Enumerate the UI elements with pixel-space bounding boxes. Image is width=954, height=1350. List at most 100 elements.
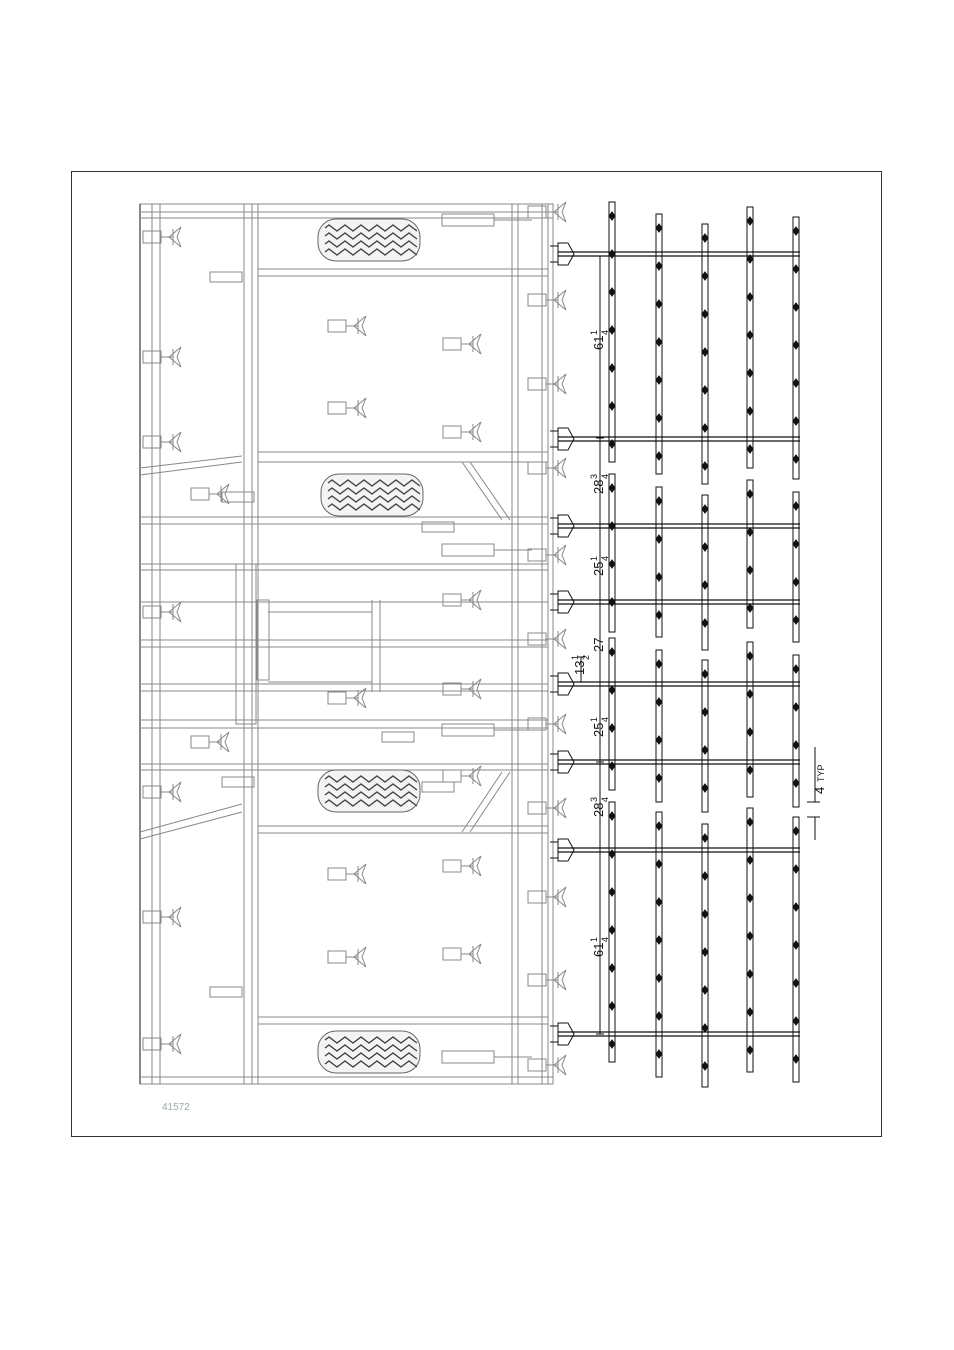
dimension-label: 27 — [591, 638, 606, 652]
harrow-hinge — [558, 591, 574, 613]
s-tine — [328, 864, 366, 884]
tine-part — [328, 320, 346, 332]
s-tine — [528, 458, 566, 478]
svg-text:25: 25 — [591, 723, 606, 737]
svg-text:28: 28 — [591, 803, 606, 817]
tine-part — [443, 426, 461, 438]
s-tine — [143, 347, 181, 367]
s-tine — [528, 798, 566, 818]
svg-text:3: 3 — [589, 797, 599, 802]
s-tine — [443, 766, 481, 786]
svg-text:1: 1 — [589, 556, 599, 561]
bracket — [382, 732, 414, 742]
tine-part — [528, 378, 546, 390]
tine-part — [191, 488, 209, 500]
svg-text:4: 4 — [600, 556, 610, 561]
tine-part — [443, 594, 461, 606]
harrow-hinge — [558, 515, 574, 537]
harrow-hinge — [558, 1023, 574, 1045]
dimension-label: 28 3 4 — [589, 474, 610, 494]
tine-part — [443, 338, 461, 350]
dimension-label: 61 1 4 — [589, 330, 610, 350]
tine-part — [443, 770, 461, 782]
svg-text:3: 3 — [589, 474, 599, 479]
tine-part — [443, 860, 461, 872]
s-tine — [191, 732, 229, 752]
brace — [462, 772, 502, 832]
svg-text:1: 1 — [570, 655, 580, 660]
bracket — [210, 272, 242, 282]
s-tine — [528, 290, 566, 310]
harrow-hinge — [558, 428, 574, 450]
svg-text:61: 61 — [591, 943, 606, 957]
svg-text:27: 27 — [591, 638, 606, 652]
s-tine — [443, 944, 481, 964]
brace — [470, 462, 510, 520]
wheel — [318, 1031, 420, 1073]
dimension-label: 61 1 4 — [589, 937, 610, 957]
svg-text:61: 61 — [591, 336, 606, 350]
svg-text:28: 28 — [591, 480, 606, 494]
brace — [140, 456, 242, 468]
drawing-frame: 61 1 4 28 3 4 25 1 4 27 13 1 2 — [71, 171, 882, 1137]
hydraulic-cylinder — [442, 544, 494, 556]
tine-part — [528, 462, 546, 474]
s-tine — [528, 545, 566, 565]
svg-text:4: 4 — [600, 474, 610, 479]
s-tine — [443, 856, 481, 876]
svg-text:4: 4 — [600, 330, 610, 335]
s-tine — [143, 432, 181, 452]
brace — [140, 462, 242, 475]
dimension-label: 25 1 4 — [589, 717, 610, 737]
svg-text:25: 25 — [591, 562, 606, 576]
tine-part — [528, 1059, 546, 1071]
wheel — [321, 474, 423, 516]
harrow-hinge — [558, 751, 574, 773]
svg-text:4: 4 — [600, 797, 610, 802]
s-tine — [328, 398, 366, 418]
s-tine — [143, 227, 181, 247]
wheel — [318, 770, 420, 812]
brace — [470, 772, 510, 832]
harrow-bar — [609, 474, 615, 632]
s-tine — [443, 590, 481, 610]
s-tine — [443, 679, 481, 699]
wheel — [318, 219, 420, 261]
hydraulic-cylinder — [442, 724, 494, 736]
s-tine — [443, 422, 481, 442]
svg-text:TYP: TYP — [816, 764, 826, 782]
typ-note: 4 TYP — [812, 764, 827, 794]
svg-text:13: 13 — [572, 661, 587, 675]
reference-number: 41572 — [162, 1102, 190, 1113]
s-tine — [143, 602, 181, 622]
svg-text:1: 1 — [589, 330, 599, 335]
hydraulic-cylinder — [442, 1051, 494, 1063]
tine-layer — [143, 202, 566, 1075]
svg-text:4: 4 — [812, 787, 827, 794]
s-tine — [143, 782, 181, 802]
cultivator-harrow-drawing: 61 1 4 28 3 4 25 1 4 27 13 1 2 — [72, 172, 883, 1138]
tine-part — [528, 294, 546, 306]
tine-part — [328, 402, 346, 414]
tine-part — [443, 948, 461, 960]
svg-text:1: 1 — [589, 717, 599, 722]
bracket — [222, 492, 254, 502]
tine-part — [528, 633, 546, 645]
tine-part — [528, 549, 546, 561]
s-tine — [528, 714, 566, 734]
s-tine — [528, 1055, 566, 1075]
dimension-label: 28 3 4 — [589, 797, 610, 817]
harrow-hinge — [558, 243, 574, 265]
s-tine — [143, 1034, 181, 1054]
brace — [462, 462, 502, 520]
brace — [140, 804, 242, 832]
tine-part — [328, 692, 346, 704]
svg-text:1: 1 — [589, 937, 599, 942]
center-cylinder — [236, 564, 256, 724]
brace — [140, 812, 242, 839]
harrow-layer — [550, 202, 800, 1087]
s-tine — [528, 887, 566, 907]
s-tine — [143, 907, 181, 927]
bracket — [210, 987, 242, 997]
s-tine — [528, 374, 566, 394]
